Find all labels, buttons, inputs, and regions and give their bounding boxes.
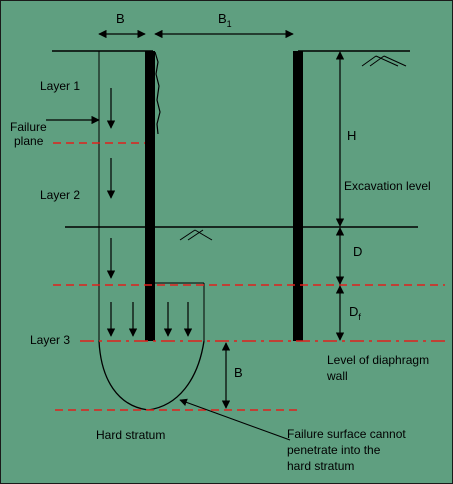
wall-rough-edge [154,51,161,135]
label-df: Df [349,304,361,323]
label-excavation-level: Excavation level [344,179,431,193]
label-b1-sub: 1 [226,19,232,29]
diaphragm-wall-right [293,51,303,341]
label-layer1: Layer 1 [40,79,81,93]
label-layer3: Layer 3 [30,333,71,347]
label-hard-stratum: Hard stratum [96,428,166,442]
failure-surface-curve [98,340,205,411]
label-df-main: D [349,304,359,319]
ground-hatch-symbol-top [361,55,407,67]
label-note-line2: penetrate into the [287,443,381,457]
label-b1: B1 [218,11,232,30]
label-note-line1: Failure surface cannot [287,427,406,441]
label-layer2: Layer 2 [40,188,81,202]
label-d: D [353,244,363,259]
label-b-top: B [116,11,125,26]
load-arrows [106,88,193,337]
diaphragm-wall-left [145,51,155,341]
label-b-lower: B [234,365,243,380]
label-b1-main: B [218,11,227,26]
label-h: H [347,128,357,143]
failure-plane-dashed-lines [53,142,445,411]
ground-hatch-symbol-excavation [179,229,213,241]
label-failure-line1: Failure [10,120,47,134]
note-leader-line [179,398,291,441]
label-df-sub: f [358,312,361,322]
label-note-line3: hard stratum [287,459,355,473]
label-level-line2: wall [327,369,348,383]
label-level-line1: Level of diaphragm [327,353,430,367]
label-failure-line2: plane [14,134,44,148]
